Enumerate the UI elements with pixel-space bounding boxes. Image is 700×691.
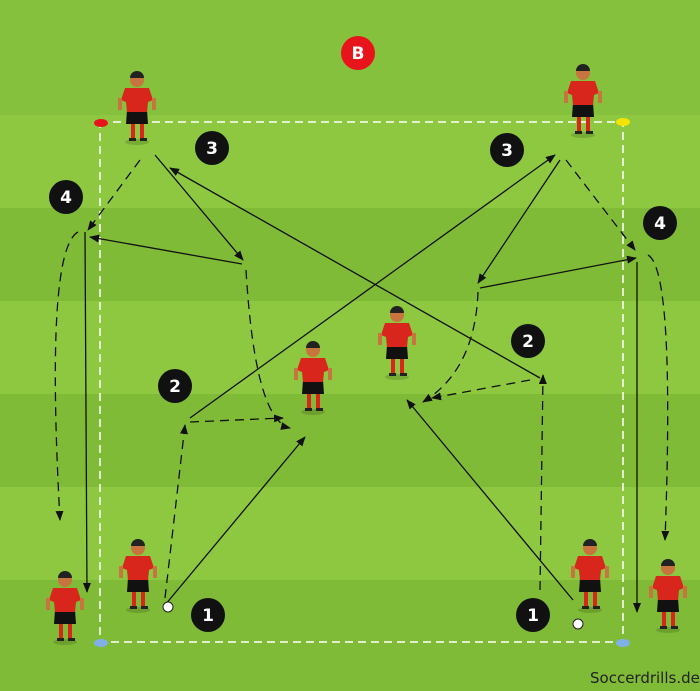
- run-arrow: [189, 414, 284, 423]
- svg-text:1: 1: [527, 606, 539, 626]
- ball-icon: [572, 618, 584, 630]
- run-arrow: [245, 269, 291, 430]
- step-badge: 1: [516, 598, 550, 632]
- svg-text:4: 4: [654, 214, 666, 234]
- run-arrow: [538, 374, 547, 591]
- pass-arrow: [189, 154, 556, 419]
- goal-marker-label: B: [352, 44, 365, 64]
- svg-text:2: 2: [522, 332, 534, 352]
- step-badge: 4: [643, 206, 677, 240]
- svg-text:3: 3: [501, 141, 513, 161]
- pass-arrow: [89, 234, 243, 265]
- run-arrow: [647, 254, 670, 541]
- svg-text:1: 1: [202, 606, 214, 626]
- cone-blue: [616, 639, 630, 647]
- svg-text:4: 4: [60, 188, 72, 208]
- watermark: Soccerdrills.de: [590, 669, 700, 687]
- step-badge: 4: [49, 180, 83, 214]
- step-labels: 1 1 2 2 3 3 4 4: [49, 131, 677, 632]
- cones: [94, 118, 630, 647]
- run-arrow: [565, 159, 636, 251]
- cone-blue: [94, 639, 108, 647]
- run-arrows: [54, 159, 670, 599]
- svg-text:3: 3: [206, 139, 218, 159]
- ball-icon: [162, 601, 174, 613]
- step-badge: 3: [490, 133, 524, 167]
- drill-area-boundary: [99, 121, 624, 643]
- cone-red: [94, 119, 108, 127]
- svg-text:2: 2: [169, 377, 181, 397]
- pass-arrow: [406, 399, 574, 601]
- run-arrow: [54, 231, 79, 521]
- pass-arrow: [477, 159, 561, 284]
- step-badge: 3: [195, 131, 229, 165]
- step-badge: 2: [511, 324, 545, 358]
- passing-arrows: [82, 154, 641, 613]
- pass-arrow: [82, 231, 91, 593]
- step-badge: 1: [191, 598, 225, 632]
- run-arrow: [431, 379, 531, 401]
- players: [46, 64, 687, 645]
- pass-arrow: [154, 154, 244, 261]
- pass-arrow: [479, 255, 637, 289]
- pass-arrow: [169, 167, 541, 379]
- goal-marker-b: B: [341, 36, 375, 70]
- cone-yellow: [616, 118, 630, 126]
- step-badge: 2: [158, 369, 192, 403]
- pass-arrow: [164, 436, 306, 606]
- run-arrow: [422, 291, 479, 403]
